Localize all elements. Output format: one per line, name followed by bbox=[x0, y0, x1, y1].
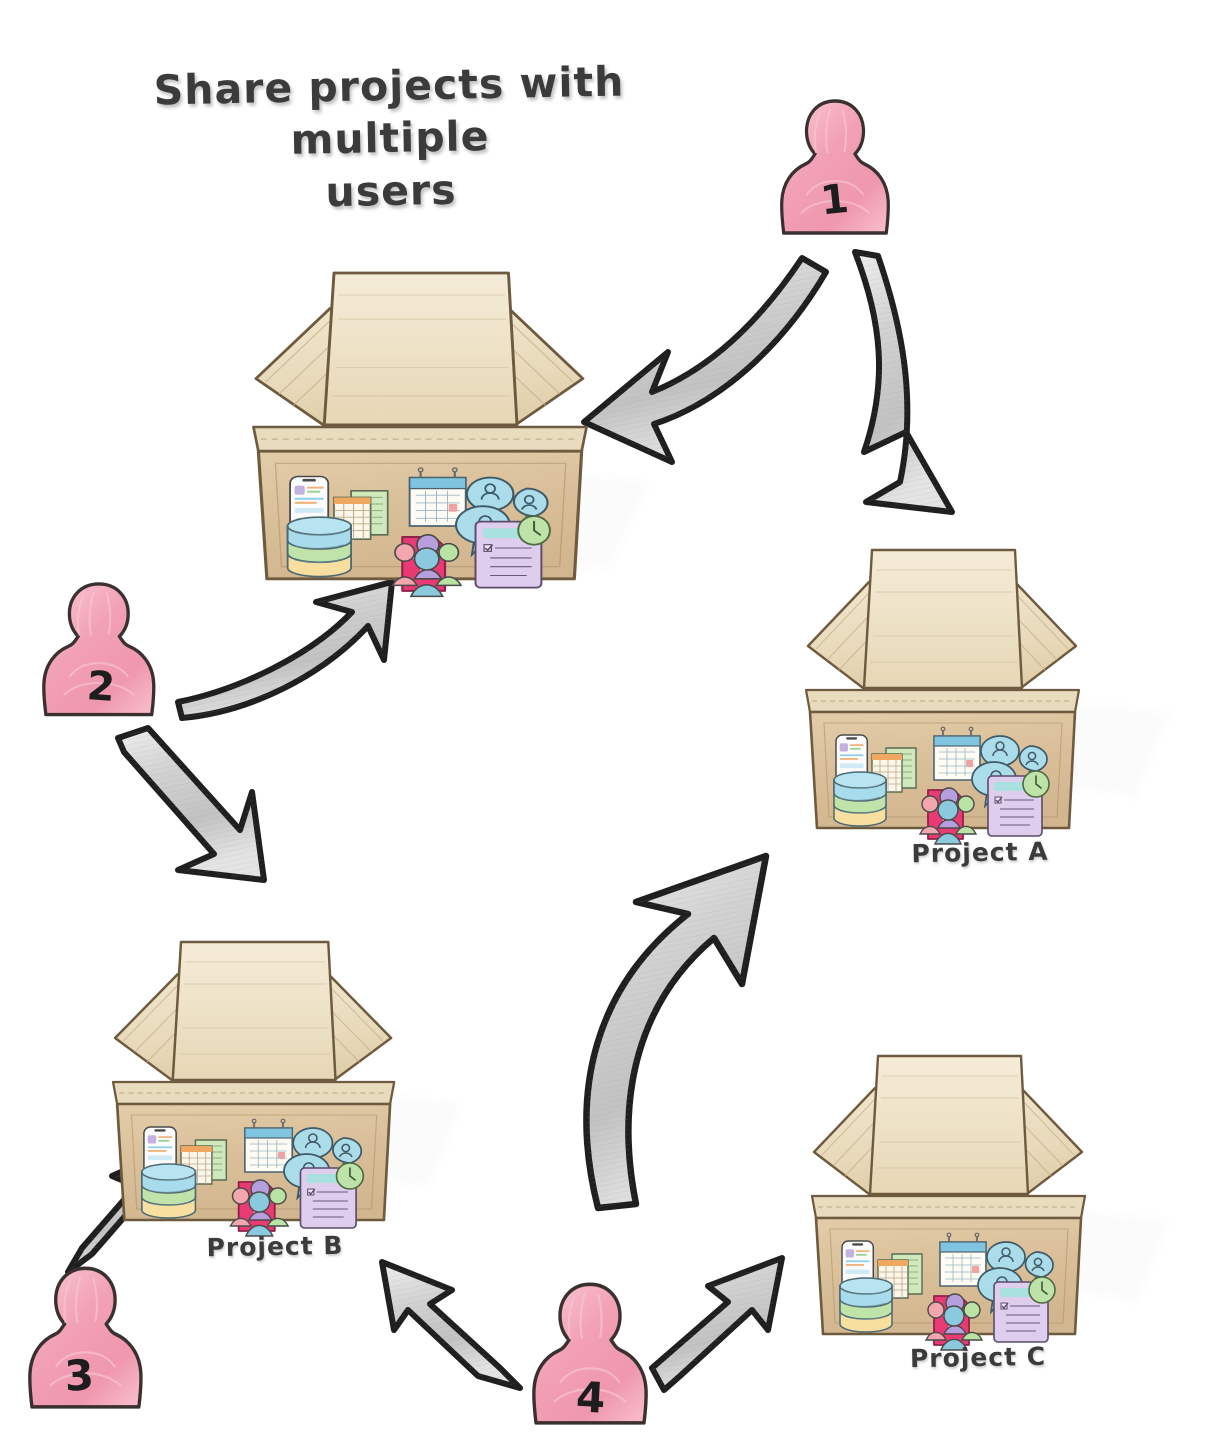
user-1-number: 1 bbox=[818, 176, 850, 225]
arrow-user2-to-project-b bbox=[115, 725, 267, 883]
box-label-project-a: Project A bbox=[911, 836, 1049, 869]
user-2-number: 2 bbox=[85, 663, 116, 711]
arrow-user1-to-project-a bbox=[852, 249, 955, 515]
box-project-b[interactable] bbox=[111, 940, 396, 1238]
box-project-c[interactable] bbox=[810, 1054, 1087, 1352]
user-3-number: 3 bbox=[63, 1350, 95, 1400]
page-title: Share projects with multiple users bbox=[153, 57, 625, 217]
user-4-number: 4 bbox=[575, 1372, 607, 1422]
arrow-projectc-to-projecta bbox=[583, 852, 770, 1212]
box-label-project-b: Project B bbox=[206, 1230, 344, 1263]
arrow-user4-to-project-c bbox=[649, 1255, 785, 1393]
arrow-user1-to-box-top bbox=[581, 255, 829, 465]
arrow-user4-to-project-b bbox=[379, 1259, 523, 1391]
box-label-project-c: Project C bbox=[909, 1341, 1047, 1374]
box-top[interactable] bbox=[251, 271, 589, 598]
box-project-a[interactable] bbox=[804, 548, 1081, 846]
arrow-user2-to-box-top bbox=[175, 579, 395, 721]
